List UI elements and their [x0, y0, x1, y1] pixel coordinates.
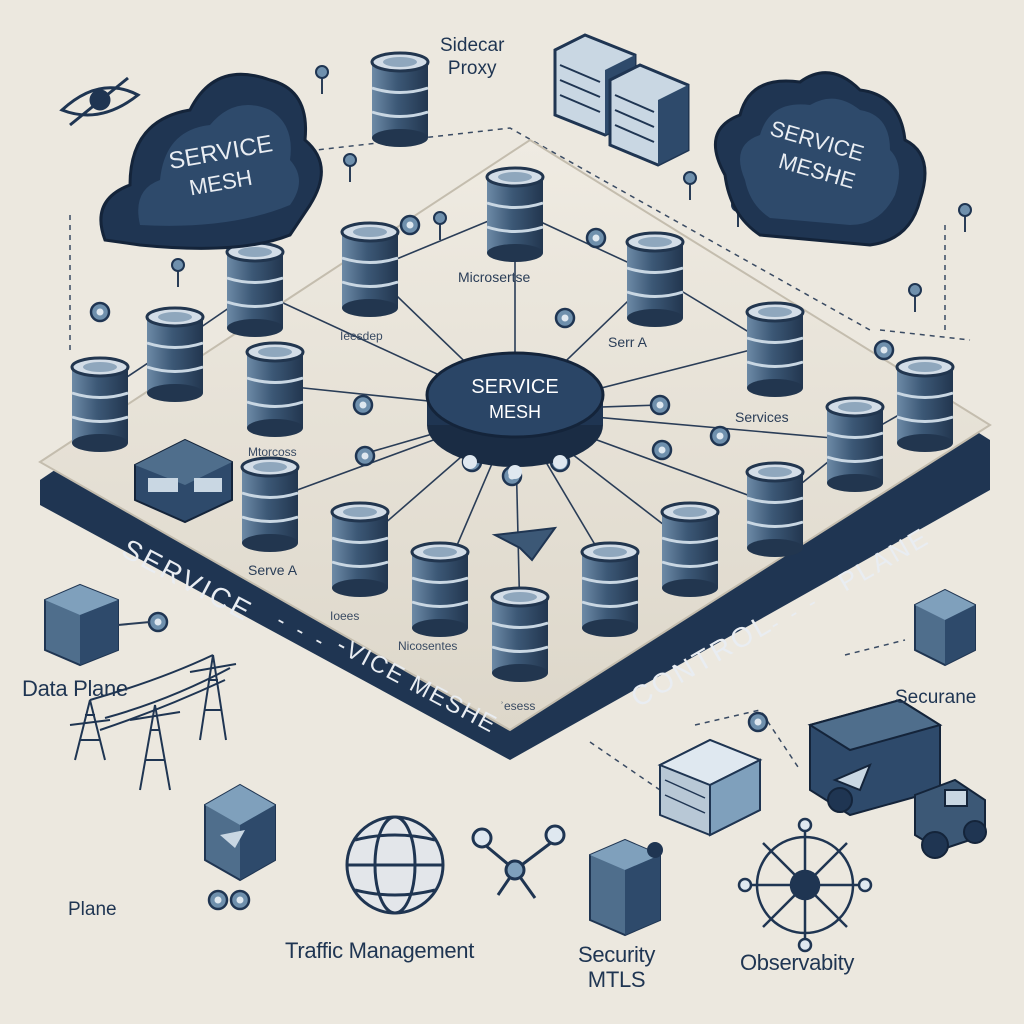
- service-mesh-cloud-left: SERVICE MESH: [99, 72, 323, 250]
- serr-a-label: Serr A: [608, 334, 647, 350]
- data-plane-label: Data Plane: [22, 676, 128, 701]
- bottom-small-label: ʾesess: [500, 699, 536, 713]
- globe-icon: [345, 815, 445, 915]
- plane-glyph-icon: [491, 526, 558, 562]
- storage-box-icon: [134, 438, 233, 524]
- bottom-mid-label: Nicosentes: [398, 639, 458, 653]
- truck-icon: [807, 698, 987, 859]
- plane-label: Plane: [68, 899, 117, 920]
- service-mesh-hub: SERVICE MESH: [425, 351, 605, 479]
- network-wheel-icon: [737, 817, 873, 953]
- securane-label: Securane: [895, 687, 977, 708]
- cube-icon: [44, 583, 151, 667]
- server-rack-icon: [553, 33, 690, 167]
- serve-a-label: Serve A: [248, 562, 298, 578]
- traffic-connector-icon: [471, 824, 566, 899]
- cube-icon-right: [914, 588, 976, 667]
- traffic-management-label: Traffic Management: [285, 938, 475, 963]
- security-mtls-label: Security MTLS: [578, 942, 656, 993]
- power-tower-icon: [69, 654, 237, 791]
- hub-line2: MESH: [489, 402, 541, 422]
- hub-line1: SERVICE: [471, 376, 558, 398]
- sidecar-proxy-label: Sidecar Proxy: [440, 35, 505, 79]
- service-mesh-cloud-right: SERVICE MESHE: [713, 71, 927, 247]
- observability-label: Observabity: [740, 950, 855, 975]
- security-box-icon: [589, 838, 663, 937]
- left-mid-label: Mtorcoss: [248, 445, 297, 459]
- left-upper-label: Ieesdep: [340, 329, 383, 343]
- microservice-top-label: Microsertse: [458, 269, 531, 285]
- layered-stack-icon: [657, 738, 763, 837]
- services-label: Services: [735, 409, 789, 425]
- eye-icon: [59, 76, 141, 127]
- bottom-left-label: Ioees: [330, 609, 360, 623]
- cube-icon-bottom: [204, 783, 276, 882]
